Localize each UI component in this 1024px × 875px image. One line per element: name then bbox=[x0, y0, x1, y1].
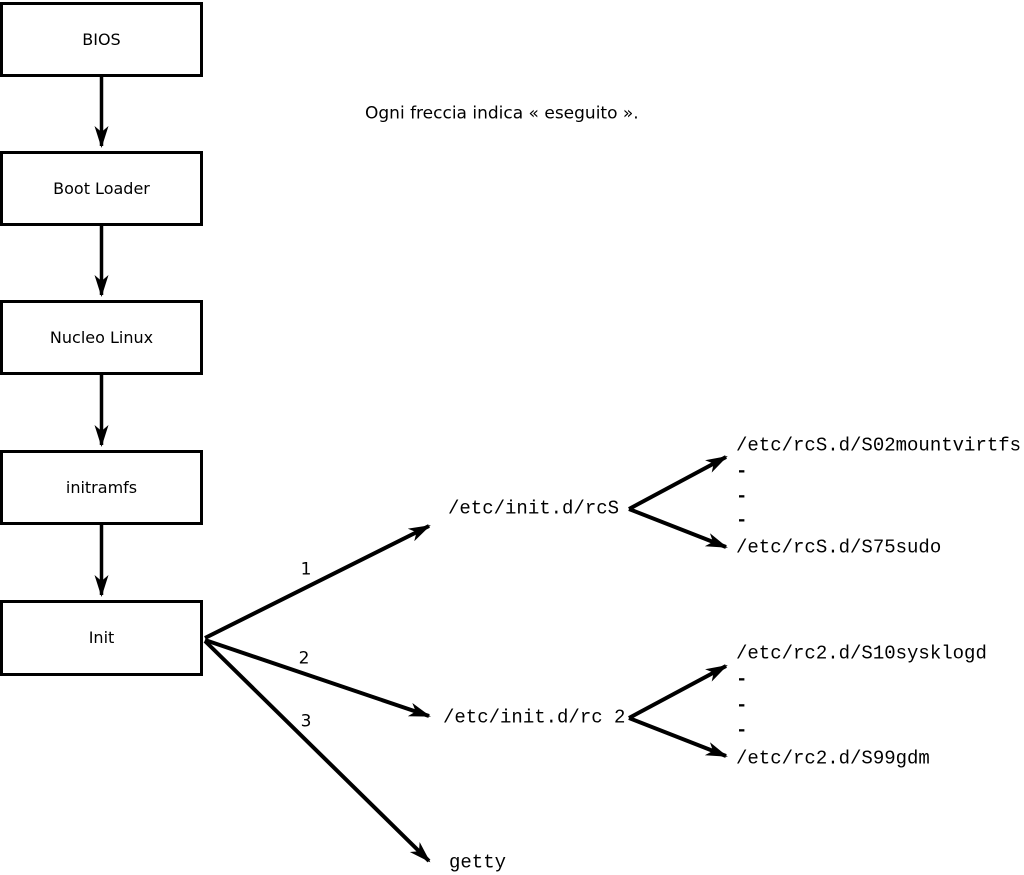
rc2-ellipsis-dash-2: - bbox=[736, 694, 748, 717]
arrow-rcs-to-s75 bbox=[628, 507, 728, 549]
arrow-init-to-rcs bbox=[204, 524, 431, 640]
arrow-rc2-to-s99 bbox=[628, 716, 728, 758]
branch-number-2: 2 bbox=[298, 648, 310, 669]
getty-label: getty bbox=[449, 851, 507, 874]
flow-box-initramfs: initramfs bbox=[0, 450, 203, 525]
rcs-script-s02mountvirtfs: /etc/rcS.d/S02mountvirtfs bbox=[736, 434, 1022, 457]
arrow-init-to-rc2 bbox=[204, 638, 431, 718]
rcs-ellipsis-dash-2: - bbox=[736, 485, 748, 508]
diagram-note: Ogni freccia indica « eseguito ». bbox=[365, 103, 639, 124]
rc2-script-s10sysklogd: /etc/rc2.d/S10sysklogd bbox=[736, 642, 987, 665]
branch-number-1: 1 bbox=[300, 559, 312, 580]
rcs-script-s75sudo: /etc/rcS.d/S75sudo bbox=[736, 536, 942, 559]
flow-box-boot-loader: Boot Loader bbox=[0, 151, 203, 226]
rc2-ellipsis-dash-1: - bbox=[736, 668, 748, 691]
arrow-rcs-to-s02 bbox=[628, 455, 728, 511]
rcs-path: /etc/init.d/rcS bbox=[448, 497, 620, 520]
flow-box-bios: BIOS bbox=[0, 2, 203, 77]
boot-loader-label: Boot Loader bbox=[53, 178, 150, 198]
initramfs-label: initramfs bbox=[65, 477, 138, 497]
flow-box-nucleo-linux: Nucleo Linux bbox=[0, 300, 203, 375]
rc2-ellipsis-dash-3: - bbox=[736, 719, 748, 742]
branch-number-3: 3 bbox=[300, 711, 312, 732]
arrow-init-to-getty bbox=[203, 639, 431, 863]
rc2-script-s99gdm: /etc/rc2.d/S99gdm bbox=[736, 747, 930, 770]
arrow-rc2-to-s10 bbox=[628, 664, 728, 720]
rc2-path: /etc/init.d/rc 2 bbox=[443, 706, 626, 729]
flow-box-init: Init bbox=[0, 600, 203, 676]
init-label: Init bbox=[88, 628, 115, 647]
rcs-ellipsis-dash-1: - bbox=[736, 460, 748, 483]
rcs-ellipsis-dash-3: - bbox=[736, 509, 748, 532]
nucleo-linux-label: Nucleo Linux bbox=[49, 327, 154, 347]
bios-label: BIOS bbox=[82, 29, 121, 49]
